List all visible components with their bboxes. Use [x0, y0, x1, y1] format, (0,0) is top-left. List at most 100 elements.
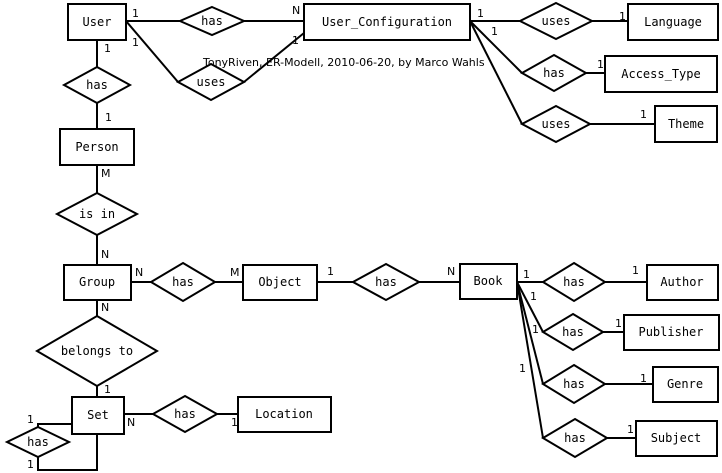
- relation-config-uses-language: uses: [517, 1, 595, 41]
- relation-book-has-genre: has: [541, 363, 607, 405]
- relation-group-belongs-to-set: belongs to: [35, 314, 159, 388]
- entity-person-label: Person: [75, 140, 118, 154]
- line-set-self-top: [37, 423, 72, 427]
- entity-genre: Genre: [652, 366, 719, 403]
- relation-user-has-config: has: [177, 5, 247, 37]
- cardinality-label: 1: [132, 7, 139, 20]
- cardinality-label: 1: [104, 383, 111, 396]
- cardinality-label: 1: [532, 323, 539, 336]
- cardinality-label: 1: [491, 25, 498, 38]
- cardinality-label: 1: [619, 10, 626, 23]
- entity-theme-label: Theme: [668, 117, 704, 131]
- relation-config-uses-language-label: uses: [542, 14, 571, 28]
- relation-object-has-book: has: [350, 262, 422, 302]
- relation-user-uses-config: uses: [175, 62, 247, 102]
- relation-user-has-person-label: has: [86, 78, 108, 92]
- cardinality-label: N: [101, 248, 109, 261]
- line-user-uses: [125, 20, 179, 83]
- cardinality-label: N: [101, 301, 109, 314]
- cardinality-label: 1: [104, 42, 111, 55]
- relation-config-uses-theme-label: uses: [542, 117, 571, 131]
- relation-book-has-publisher: has: [541, 312, 605, 352]
- entity-book: Book: [459, 263, 518, 300]
- cardinality-label: 1: [327, 265, 334, 278]
- entity-access-type-label: Access_Type: [621, 67, 700, 81]
- cardinality-label: 1: [132, 36, 139, 49]
- entity-user-configuration-label: User_Configuration: [322, 15, 452, 29]
- entity-location: Location: [237, 396, 332, 433]
- cardinality-label: 1: [27, 413, 34, 426]
- relation-book-has-genre-label: has: [563, 377, 585, 391]
- diagram-caption: TonyRiven, ER-Modell, 2010-06-20, by Mar…: [202, 56, 485, 69]
- cardinality-label: 1: [105, 111, 112, 124]
- entity-publisher: Publisher: [623, 314, 720, 351]
- entity-set: Set: [71, 396, 125, 435]
- relation-group-belongs-to-set-label: belongs to: [61, 344, 133, 358]
- entity-theme: Theme: [654, 105, 718, 143]
- cardinality-label: N: [292, 4, 300, 17]
- connector-lines: [37, 20, 655, 471]
- relation-book-has-subject: has: [541, 417, 609, 459]
- cardinality-label: 1: [292, 34, 299, 47]
- relation-book-has-author-label: has: [563, 275, 585, 289]
- cardinality-labels: 1 N 1 1 1 1 1 1 1 1 1 M N N M 1 N 1 1 1 …: [27, 4, 647, 471]
- cardinality-label: 1: [597, 58, 604, 71]
- relation-person-is-in-group: is in: [54, 191, 140, 237]
- cardinality-label: 1: [615, 317, 622, 330]
- line-set-self-bottom: [37, 434, 98, 471]
- entity-subject: Subject: [635, 420, 718, 457]
- entity-set-label: Set: [87, 408, 109, 422]
- entity-location-label: Location: [255, 407, 313, 421]
- entity-author-label: Author: [660, 275, 703, 289]
- entity-publisher-label: Publisher: [638, 325, 703, 339]
- entity-language: Language: [627, 3, 719, 41]
- entity-language-label: Language: [644, 15, 702, 29]
- relation-group-has-object: has: [149, 261, 217, 303]
- cardinality-label: M: [230, 266, 240, 279]
- relation-person-is-in-group-label: is in: [79, 207, 115, 221]
- relation-set-has-set-label: has: [27, 435, 49, 449]
- entity-user-configuration: User_Configuration: [303, 3, 471, 41]
- entity-user-label: User: [83, 15, 112, 29]
- cardinality-label: 1: [640, 372, 647, 385]
- entity-genre-label: Genre: [667, 377, 703, 391]
- relation-set-has-location-label: has: [174, 407, 196, 421]
- cardinality-label: 1: [627, 423, 634, 436]
- entity-object: Object: [242, 264, 318, 301]
- entity-group: Group: [63, 264, 132, 301]
- relation-set-has-location: has: [150, 394, 220, 434]
- cardinality-label: 1: [632, 264, 639, 277]
- relation-config-has-access: has: [519, 53, 589, 93]
- cardinality-label: 1: [640, 108, 647, 121]
- relation-user-uses-config-label: uses: [197, 75, 226, 89]
- cardinality-label: N: [135, 266, 143, 279]
- relation-object-has-book-label: has: [375, 275, 397, 289]
- relation-book-has-publisher-label: has: [562, 325, 584, 339]
- entity-person: Person: [59, 128, 135, 166]
- line-userconfig-has-access: [469, 20, 523, 74]
- cardinality-label: 1: [27, 458, 34, 471]
- cardinality-label: 1: [231, 416, 238, 429]
- cardinality-label: 1: [523, 268, 530, 281]
- entity-subject-label: Subject: [651, 431, 702, 445]
- cardinality-label: N: [127, 416, 135, 429]
- cardinality-label: 1: [530, 290, 537, 303]
- line-userconfig-uses-theme: [469, 20, 523, 125]
- cardinality-label: N: [447, 265, 455, 278]
- relation-config-has-access-label: has: [543, 66, 565, 80]
- entity-group-label: Group: [79, 275, 115, 289]
- cardinality-label: 1: [519, 362, 526, 375]
- entity-author: Author: [646, 264, 719, 301]
- entity-book-label: Book: [474, 274, 504, 288]
- entity-user: User: [67, 3, 127, 41]
- line-uses-userconfig: [243, 32, 305, 83]
- relation-group-has-object-label: has: [172, 275, 194, 289]
- entity-access-type: Access_Type: [604, 55, 718, 93]
- relation-user-has-person: has: [61, 65, 133, 105]
- entity-object-label: Object: [258, 275, 301, 289]
- cardinality-label: 1: [477, 7, 484, 20]
- relation-book-has-subject-label: has: [564, 431, 586, 445]
- relation-book-has-author: has: [541, 261, 607, 303]
